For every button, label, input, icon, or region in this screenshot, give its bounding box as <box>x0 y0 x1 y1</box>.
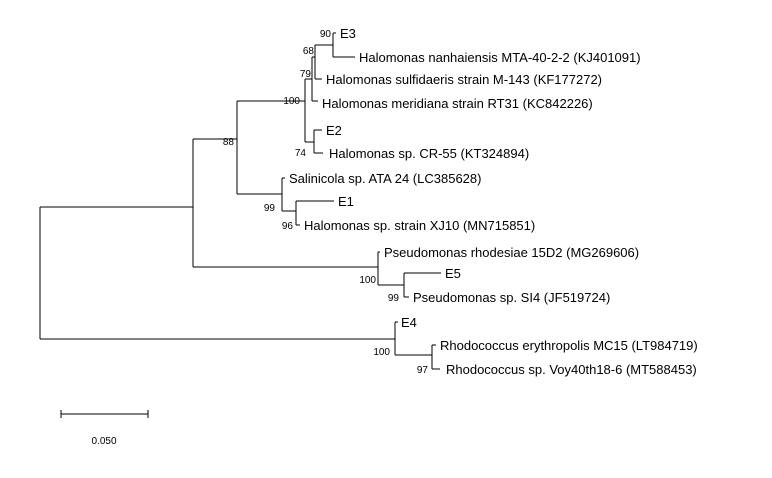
node-68 <box>314 44 333 80</box>
bootstrap-96: 96 <box>282 221 294 232</box>
bootstrap-100-pseudomonas: 100 <box>359 275 376 286</box>
halomonas-subclade-node <box>304 78 314 143</box>
taxon-labels: E3 Halomonas nanhaiensis MTA-40-2-2 (KJ4… <box>289 26 698 377</box>
pseudomonas-node <box>377 251 404 286</box>
taxon-erythropolis: Rhodococcus erythropolis MC15 (LT984719) <box>440 338 698 353</box>
taxon-rhodesiae: Pseudomonas rhodesiae 15D2 (MG269606) <box>384 245 639 260</box>
node-90 <box>332 32 355 58</box>
taxon-salinicola: Salinicola sp. ATA 24 (LC385628) <box>289 171 481 186</box>
bootstrap-100-halomonas: 100 <box>283 96 300 107</box>
bootstrap-values: 90 68 79 100 74 88 99 96 100 99 100 97 <box>223 29 429 376</box>
bootstrap-100-rhodococcus: 100 <box>373 347 390 358</box>
bootstrap-90: 90 <box>320 29 332 40</box>
taxon-si4: Pseudomonas sp. SI4 (JF519724) <box>413 290 610 305</box>
bootstrap-99-e5: 99 <box>388 293 400 304</box>
tree-branches <box>39 32 441 370</box>
taxon-cr55: Halomonas sp. CR-55 (KT324894) <box>329 146 529 161</box>
taxon-sulfidaeris: Halomonas sulfidaeris strain M-143 (KF17… <box>326 72 602 87</box>
taxon-xj10: Halomonas sp. strain XJ10 (MN715851) <box>304 218 535 233</box>
scale-bar-line <box>60 410 149 418</box>
node-97 <box>431 344 440 370</box>
scale-bar: 0.050 <box>60 410 149 447</box>
node-96 <box>295 200 334 226</box>
node-99-e5 <box>403 272 441 298</box>
node-74 <box>313 129 323 154</box>
bootstrap-68: 68 <box>303 46 315 57</box>
taxon-E1: E1 <box>338 194 354 209</box>
bootstrap-88: 88 <box>223 137 235 148</box>
rhodococcus-node <box>394 321 432 356</box>
taxon-meridiana: Halomonas meridiana strain RT31 (KC84222… <box>322 96 593 111</box>
scale-bar-label: 0.050 <box>91 436 116 447</box>
taxon-nanhaiensis: Halomonas nanhaiensis MTA-40-2-2 (KJ4010… <box>359 50 641 65</box>
bootstrap-74: 74 <box>295 148 307 159</box>
taxon-E4: E4 <box>401 315 417 330</box>
taxon-E5: E5 <box>445 266 461 281</box>
salinicola-e1-node <box>281 177 296 212</box>
ingroup-node <box>192 138 378 268</box>
halomonas-salinicola-node <box>236 100 305 195</box>
taxon-E3: E3 <box>340 26 356 41</box>
taxon-E2: E2 <box>326 123 342 138</box>
taxon-voy: Rhodococcus sp. Voy40th18-6 (MT588453) <box>446 362 697 377</box>
bootstrap-79: 79 <box>300 69 312 80</box>
bootstrap-97: 97 <box>417 365 429 376</box>
bootstrap-99-e1: 99 <box>264 203 276 214</box>
